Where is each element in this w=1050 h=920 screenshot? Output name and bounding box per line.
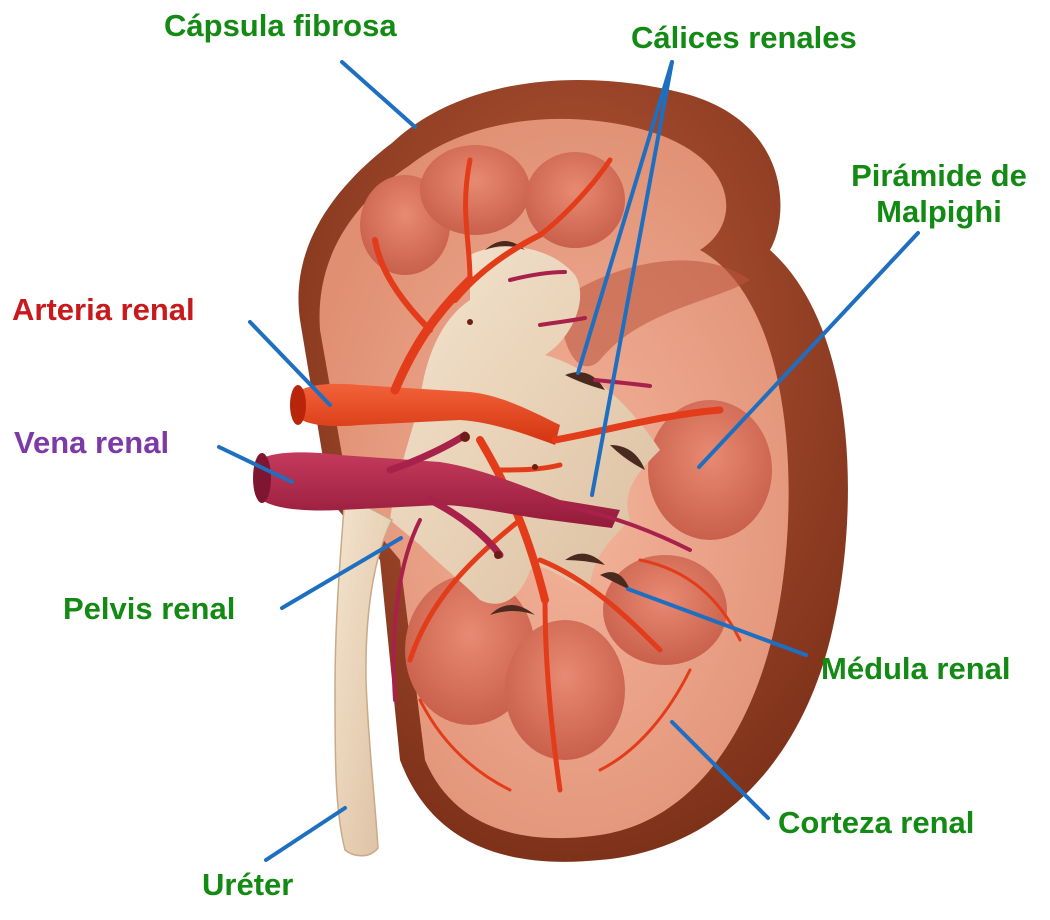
- pyramid: [505, 620, 625, 760]
- pyramid: [648, 400, 772, 540]
- label-pelvis-renal: Pelvis renal: [63, 591, 235, 627]
- label-corteza-renal: Corteza renal: [778, 805, 974, 841]
- label-medula-renal: Médula renal: [821, 651, 1011, 687]
- label-ureter: Uréter: [202, 867, 293, 903]
- leader-ureter: [266, 808, 345, 860]
- label-vena-renal: Vena renal: [14, 425, 169, 461]
- label-arteria-renal: Arteria renal: [12, 292, 195, 328]
- renal-vein-cut: [253, 453, 271, 503]
- pyramid: [420, 145, 530, 235]
- label-capsula-fibrosa: Cápsula fibrosa: [164, 8, 397, 44]
- label-piramide-line1: Pirámide de: [834, 158, 1044, 194]
- label-calices-renales: Cálices renales: [631, 20, 857, 56]
- label-piramide-line2: Malpighi: [834, 194, 1044, 230]
- leader-capsula: [342, 62, 415, 127]
- renal-artery-cut: [290, 385, 306, 425]
